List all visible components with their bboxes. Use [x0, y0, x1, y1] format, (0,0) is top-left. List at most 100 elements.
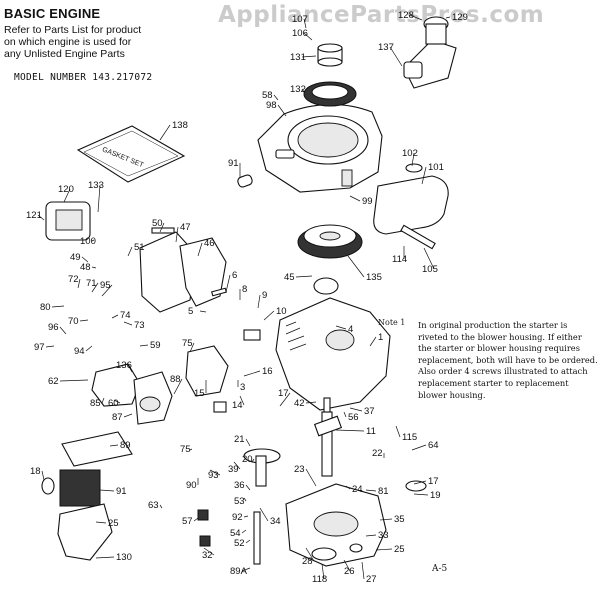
- part-callout-99: 99: [362, 196, 373, 207]
- leader-line-62: [59, 379, 89, 382]
- leader-line-89: [109, 444, 119, 447]
- part-callout-98: 98: [266, 100, 277, 111]
- leader-line-74: [111, 314, 119, 319]
- part-callout-1: 1: [378, 332, 383, 343]
- part-callout-52: 52: [234, 538, 245, 549]
- part-callout-45: 45: [284, 272, 295, 283]
- leader-line-131: [301, 55, 317, 58]
- header-line-1: Refer to Parts List for product: [4, 24, 142, 36]
- leader-line-1: [369, 336, 377, 347]
- leader-line-49: [81, 256, 89, 263]
- part-callout-10: 10: [276, 306, 287, 317]
- air-filter-element-part: [59, 431, 133, 507]
- starter-note: In original production the starter is ri…: [418, 320, 598, 400]
- header-line-2: on which engine is used for: [4, 36, 132, 48]
- leader-line-95: [101, 284, 113, 297]
- part-callout-27: 27: [366, 574, 377, 585]
- part-callout-129: 129: [452, 12, 468, 23]
- part-callout-91: 91: [116, 486, 127, 497]
- part-callout-89A: 89A: [230, 566, 248, 577]
- leader-line-56: [343, 411, 347, 418]
- leader-line-60: [113, 399, 121, 404]
- part-callout-23: 23: [294, 464, 305, 475]
- part-callout-118: 118: [312, 574, 327, 585]
- part-callout-32: 32: [202, 550, 213, 561]
- leader-line-16: [243, 370, 261, 377]
- blower-housing-part: [257, 103, 383, 193]
- part-callout-25: 25: [394, 544, 405, 555]
- part-callout-100: 100: [80, 236, 96, 247]
- starter-cup-part: [317, 43, 343, 67]
- leader-line-80: [51, 305, 65, 308]
- part-callout-138: 138: [172, 120, 188, 131]
- leader-line-19: [413, 493, 429, 496]
- leader-line-26: [343, 559, 351, 572]
- header-line-3: any Unlisted Engine Parts: [4, 48, 125, 60]
- part-callout-71: 71: [86, 278, 97, 289]
- part-callout-20: 20: [242, 454, 253, 465]
- leader-line-71: [91, 282, 99, 293]
- part-callout-133: 133: [88, 180, 104, 191]
- leader-line-28: [305, 547, 315, 562]
- leader-line-136: [127, 364, 133, 373]
- crankshaft-part: [313, 397, 343, 477]
- part-callout-92: 92: [232, 512, 243, 523]
- part-callout-63: 63: [148, 500, 159, 511]
- leader-line-94: [85, 345, 93, 352]
- part-callout-135: 135: [366, 272, 382, 283]
- leader-line-57: [193, 517, 199, 522]
- leader-line-53: [243, 497, 247, 502]
- leader-line-51: [127, 246, 133, 257]
- leader-line-89A: [241, 567, 251, 572]
- leader-line-45: [295, 275, 313, 278]
- gasket-set-part: GASKET SET: [76, 125, 186, 183]
- part-callout-121: 121: [26, 210, 42, 221]
- part-callout-62: 62: [48, 376, 59, 387]
- leader-line-87: [123, 413, 133, 418]
- part-callout-93: 93: [208, 470, 219, 481]
- part-callout-128: 128: [398, 10, 414, 21]
- part-callout-88: 88: [170, 374, 181, 385]
- part-callout-34: 34: [270, 516, 281, 527]
- part-callout-89: 89: [120, 440, 131, 451]
- part-callout-26: 26: [344, 566, 355, 577]
- leader-line-4: [335, 325, 347, 330]
- diagram-title: BASIC ENGINE: [4, 6, 101, 21]
- leader-line-14: [239, 395, 245, 406]
- part-callout-132: 132: [290, 84, 306, 95]
- carburetor-part: [91, 363, 173, 425]
- leader-line-21: [245, 438, 251, 447]
- part-callout-137: 137: [378, 42, 394, 53]
- part-callout-94: 94: [74, 346, 85, 357]
- part-callout-17: 17: [428, 476, 439, 487]
- leader-line-92: [243, 515, 249, 518]
- part-callout-120: 120: [58, 184, 74, 195]
- note-marker: Note 1: [378, 318, 406, 327]
- model-number: MODEL NUMBER 143.217072: [14, 72, 153, 83]
- leader-line-107: [303, 18, 307, 29]
- leader-line-59: [139, 344, 149, 347]
- part-callout-17: 17: [278, 388, 289, 399]
- leader-line-101: [421, 166, 427, 185]
- leader-line-42: [305, 401, 317, 404]
- part-callout-14: 14: [232, 400, 243, 411]
- flywheel-part: [297, 224, 363, 259]
- leader-line-24: [345, 485, 351, 490]
- part-callout-37: 37: [364, 406, 375, 417]
- leader-line-73: [123, 321, 133, 326]
- watermark: AppliancePartsPros.com: [218, 2, 545, 28]
- leader-line-54: [241, 529, 247, 534]
- part-callout-75: 75: [182, 338, 193, 349]
- starter-assembly-part: [403, 16, 457, 89]
- leader-line-138: [159, 124, 171, 141]
- leader-line-75: [189, 342, 195, 353]
- leader-line-81: [365, 489, 377, 492]
- leader-line-5: [199, 310, 207, 313]
- leader-line-17: [413, 480, 427, 485]
- part-callout-106: 106: [292, 28, 308, 39]
- leader-line-72: [77, 278, 81, 289]
- part-callout-95: 95: [100, 280, 111, 291]
